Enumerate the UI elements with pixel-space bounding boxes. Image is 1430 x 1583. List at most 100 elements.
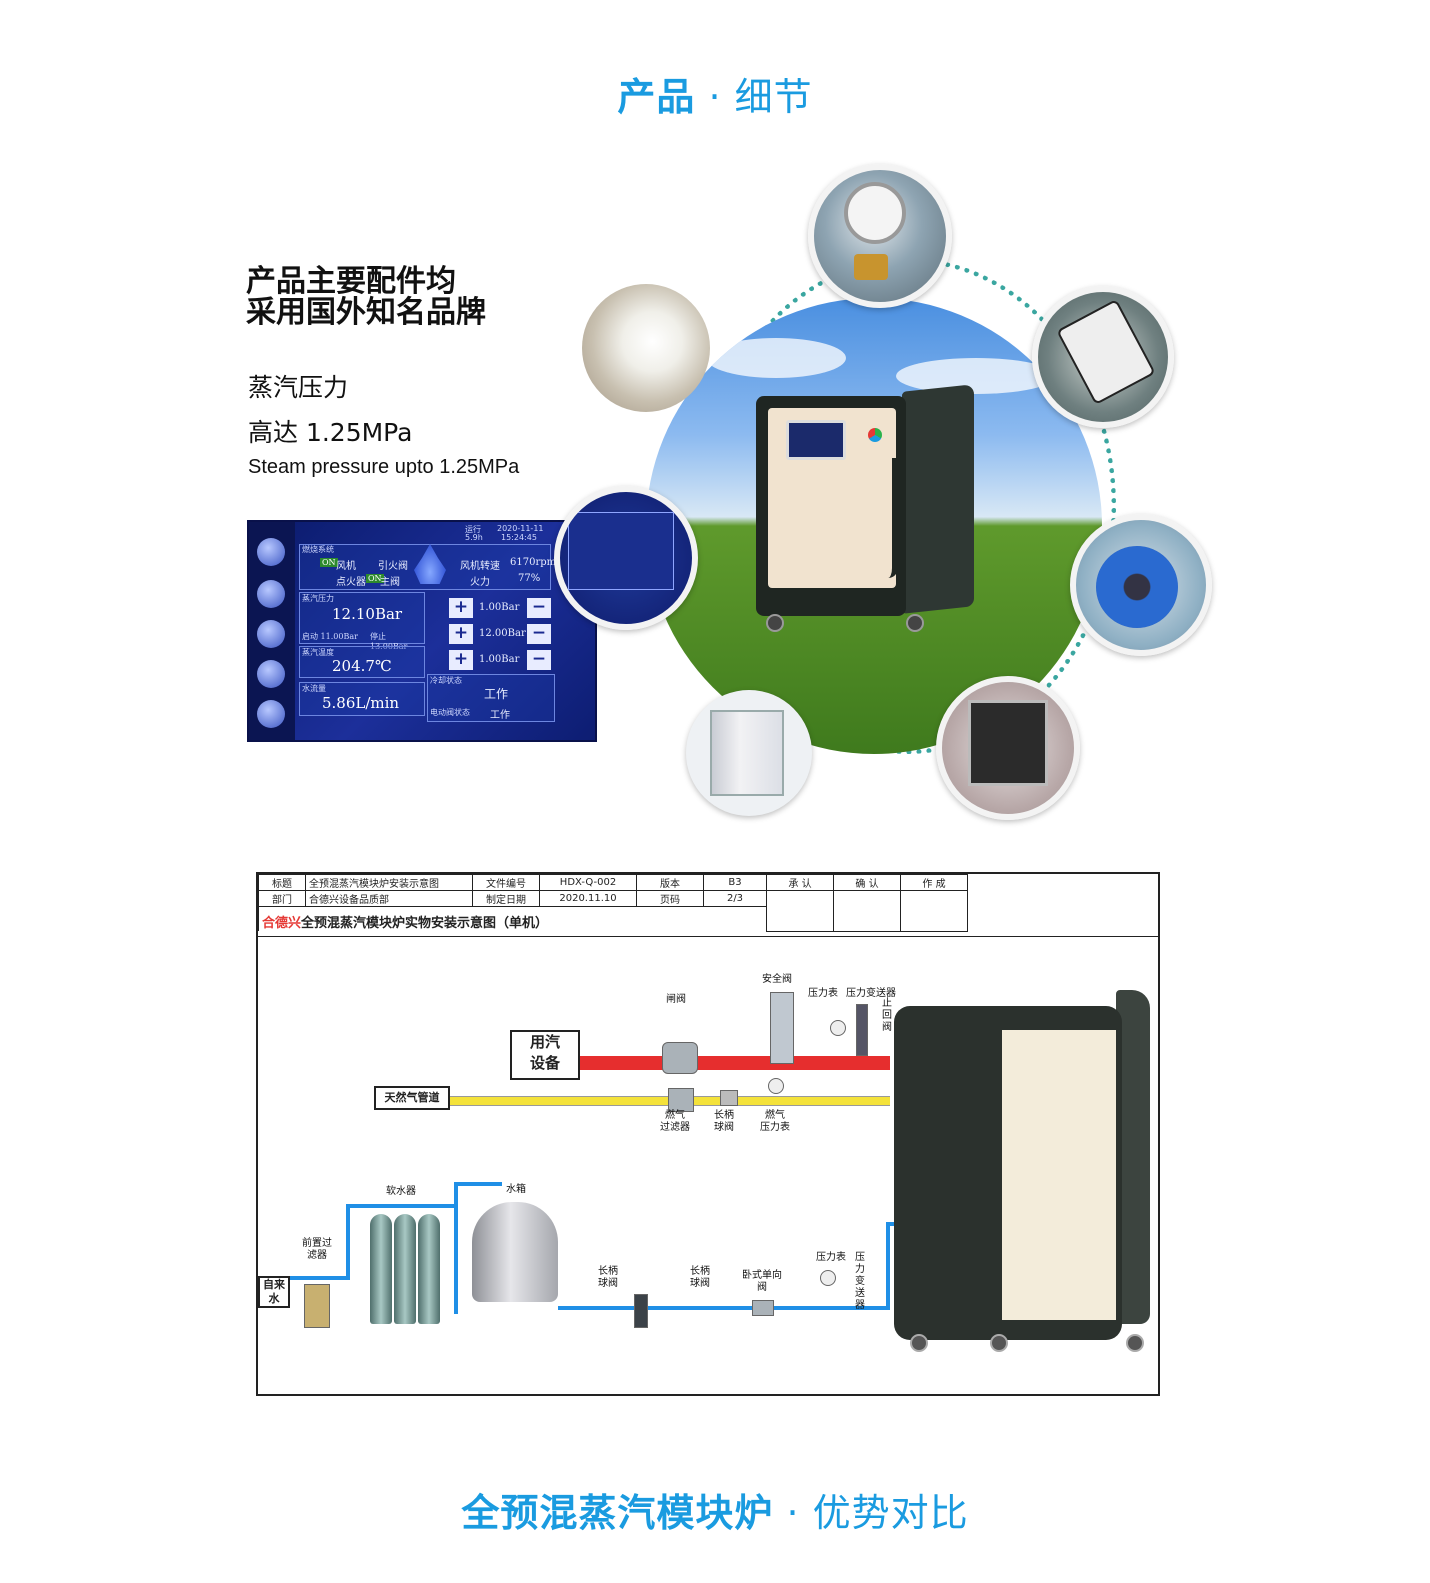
water-tank-label: 水箱	[506, 1184, 526, 1195]
cloud	[896, 358, 1056, 394]
divider	[258, 936, 1158, 937]
prefilter	[304, 1284, 330, 1328]
wheel	[906, 614, 924, 632]
brand-name: 合德兴	[262, 916, 302, 931]
combustion-system-label: 燃烧系统	[302, 545, 334, 554]
gauge-icon	[844, 182, 906, 244]
actuator-photo	[1032, 286, 1174, 428]
steam-device-box: 用汽 设备	[510, 1030, 580, 1080]
section-title-main: 产品	[617, 75, 696, 119]
pressure-transmitter-label: 压力变送器	[846, 988, 896, 999]
screen-run-hours: 5.9h	[465, 533, 483, 542]
horizontal-check-valve-label: 卧式单向 阀	[742, 1270, 782, 1293]
ball-valve-2-label: 长柄 球阀	[598, 1266, 618, 1289]
comparison-title-main: 全预混蒸汽模块炉	[461, 1491, 774, 1535]
water-pipe	[558, 1306, 888, 1310]
brand-logo-icon	[868, 428, 882, 442]
steam-boiler-image	[756, 384, 976, 632]
header-cell: B3	[703, 874, 767, 891]
module-block	[710, 710, 784, 796]
diagram-subtitle: 合德兴全预混蒸汽模块炉实物安装示意图（单机）	[262, 912, 548, 931]
feature-line-1: 蒸汽压力	[248, 373, 349, 402]
flow-value: 5.86L/min	[322, 694, 400, 712]
gas-ball-valve	[720, 1090, 738, 1106]
header-cell: 全预混蒸汽模块炉安装示意图	[305, 874, 473, 891]
softener-vessel	[394, 1214, 416, 1324]
gas-filter	[668, 1088, 694, 1112]
boiler-display	[786, 420, 846, 460]
gas-gauge-label: 燃气 压力表	[760, 1110, 790, 1133]
screen-date: 2020-11-11	[497, 524, 544, 533]
gas-ball-valve-label: 长柄 球阀	[714, 1110, 734, 1133]
temperature-panel: 蒸汽温度 204.7℃	[299, 646, 425, 678]
feature-headline: 产品主要配件均 采用国外知名品牌	[246, 266, 486, 328]
header-cell: 页码	[636, 890, 704, 907]
search-icon	[257, 620, 285, 648]
pressure-gauge-valve-photo	[808, 164, 952, 308]
header-cell	[766, 890, 834, 932]
diagram-subtitle-text: 全预混蒸汽模块炉实物安装示意图（单机）	[301, 916, 549, 931]
setpoint-3: 1.00Bar	[479, 654, 520, 665]
fan-label: 风机	[336, 561, 356, 572]
increase-button-1[interactable]: +	[449, 598, 473, 618]
gate-valve-label: 闸阀	[666, 994, 686, 1005]
fan-speed-value: 6170rpm	[510, 557, 557, 568]
link-icon	[257, 700, 285, 728]
bell-icon	[257, 660, 285, 688]
prefilter-label: 前置过 滤器	[302, 1238, 332, 1261]
cooling-state-value: 工作	[484, 687, 509, 701]
section-title: 产品 · 细节	[0, 66, 1430, 121]
decrease-button-1[interactable]: −	[527, 598, 551, 618]
flow-panel: 水流量 5.86L/min	[299, 682, 425, 716]
wheel	[990, 1334, 1008, 1352]
decrease-button-3[interactable]: −	[527, 650, 551, 670]
screen-time: 15:24:45	[501, 533, 537, 542]
pressure-label: 蒸汽压力	[302, 594, 334, 603]
pressure-panel: 蒸汽压力 12.10Bar 启动 11.00Bar 停止 13.00Bar	[299, 592, 425, 651]
screen-run-label: 运行	[465, 525, 481, 534]
diagram-boiler-door	[1002, 1030, 1116, 1320]
water-pump	[634, 1294, 648, 1328]
gas-gauge-icon	[768, 1078, 784, 1094]
decrease-button-2[interactable]: −	[527, 624, 551, 644]
header-cell: 确 认	[833, 874, 901, 891]
header-cell: 2/3	[703, 890, 767, 907]
section-title-separator: ·	[708, 75, 722, 119]
fan-speed-label: 风机转速	[460, 561, 500, 572]
safety-valve	[770, 992, 794, 1064]
increase-button-3[interactable]: +	[449, 650, 473, 670]
header-cell: 文件编号	[472, 874, 540, 891]
softener-vessel	[418, 1214, 440, 1324]
header-cell: 2020.11.10	[539, 890, 637, 907]
main-valve-label: 主阀	[380, 577, 400, 588]
screen-sidebar	[249, 522, 295, 740]
wheel	[1126, 1334, 1144, 1352]
wheel	[910, 1334, 928, 1352]
feature-line-3: Steam pressure upto 1.25MPa	[248, 456, 520, 478]
steam-photo-bubble	[582, 284, 710, 412]
fire-label: 火力	[470, 577, 490, 588]
controller-box	[968, 700, 1048, 786]
cooling-state-label: 冷却状态	[430, 676, 462, 685]
control-screen-photo: 运行 5.9h 2020-11-11 15:24:45 燃烧系统 ON 风机 引…	[247, 520, 597, 742]
pressure-value: 12.10Bar	[332, 605, 403, 623]
comparison-title-tail: 优势对比	[812, 1491, 969, 1535]
softener-label: 软水器	[386, 1186, 416, 1197]
pressure-transmitter	[856, 1004, 868, 1056]
gas-pipe-box: 天然气管道	[374, 1086, 450, 1110]
state-panel: 冷却状态 工作 电动阀状态 工作	[427, 674, 555, 722]
feature-headline-line-2: 采用国外知名品牌	[246, 295, 486, 330]
brass-fitting	[854, 254, 888, 280]
boiler-door-handle	[878, 458, 898, 578]
increase-button-2[interactable]: +	[449, 624, 473, 644]
pressure-transmitter-2-label: 压力变送器	[855, 1252, 865, 1311]
header-cell: 合德兴设备品质部	[305, 890, 473, 907]
header-cell: 版本	[636, 874, 704, 891]
check-valve-label: 止 回 阀	[882, 998, 892, 1033]
fan-status-badge: ON	[320, 558, 338, 567]
pressure-gauge-label: 压力表	[808, 988, 838, 999]
header-cell	[900, 890, 968, 932]
wheel	[766, 614, 784, 632]
heat-exchanger-module-photo	[686, 690, 812, 816]
start-pressure: 启动 11.00Bar	[302, 632, 358, 641]
